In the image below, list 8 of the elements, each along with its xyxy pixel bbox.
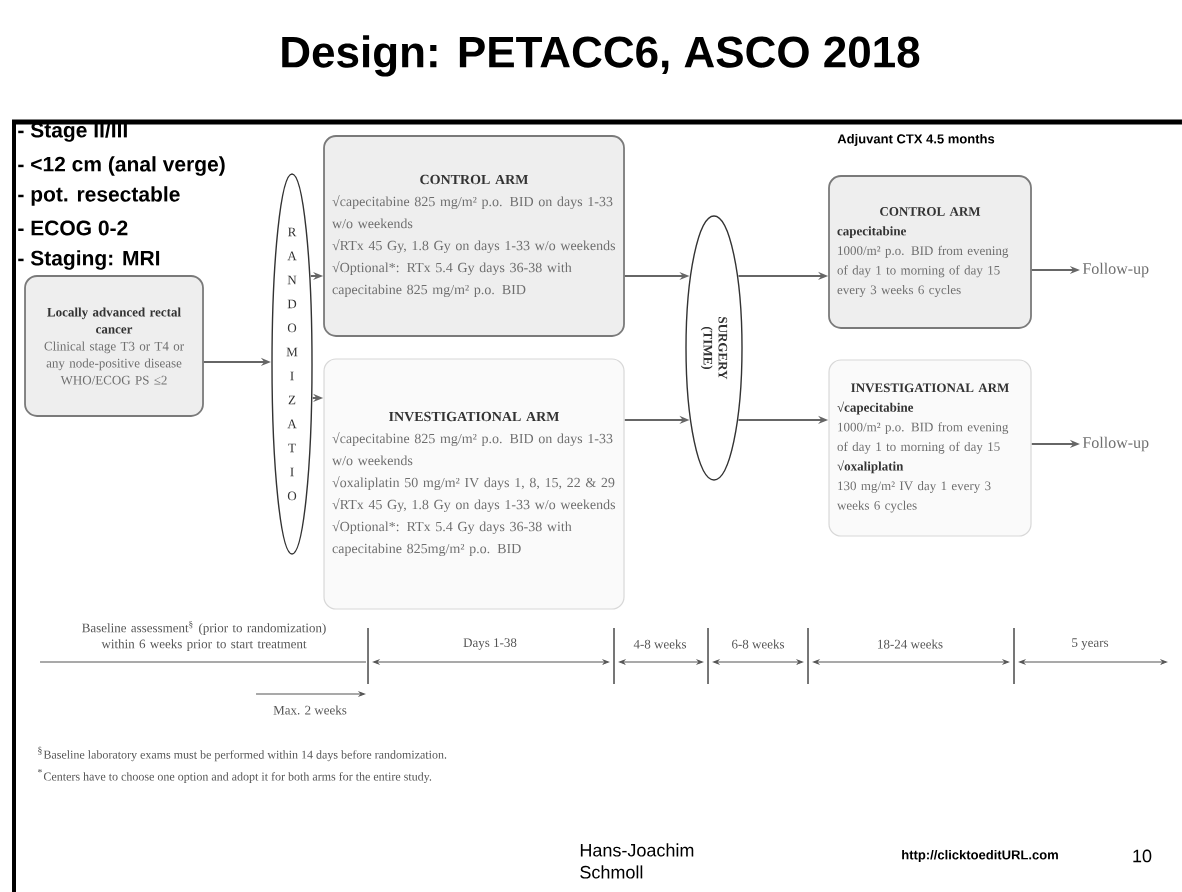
outcome-text: Follow-up bbox=[1082, 262, 1149, 278]
outcome-text: Follow-up bbox=[1082, 436, 1149, 452]
bullet-text: - <12 cm (anal verge) bbox=[18, 156, 225, 176]
bullet-text: - pot. resectable bbox=[18, 186, 180, 206]
footer-text: 10 bbox=[1133, 849, 1152, 863]
bullet-text: - ECOG 0-2 bbox=[18, 220, 128, 236]
slide-title: Design: PETACC6, ASCO 2018 bbox=[282, 35, 920, 77]
footer-text: Hans-Joachim Schmoll bbox=[580, 843, 694, 879]
